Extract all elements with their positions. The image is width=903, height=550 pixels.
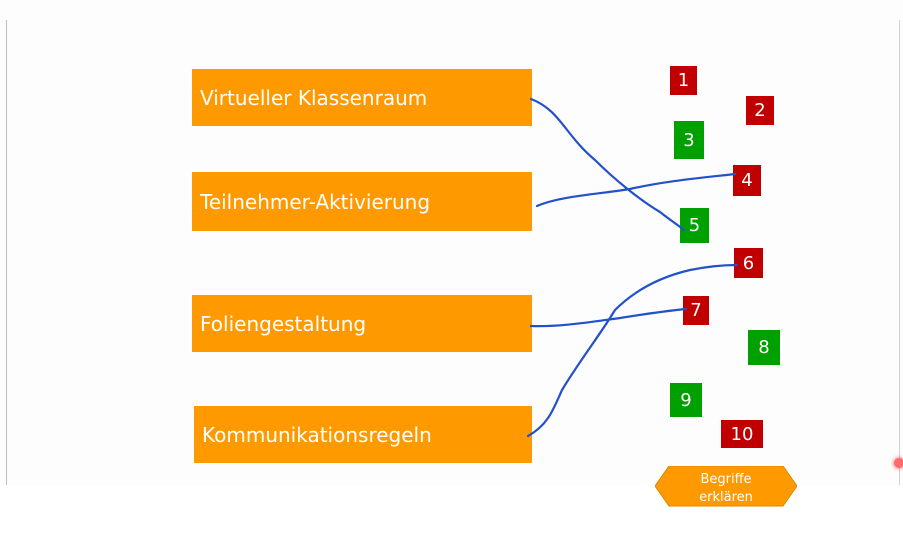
number-tile-7[interactable]: 7 bbox=[683, 296, 709, 325]
term-kommunikationsregeln[interactable]: Kommunikationsregeln bbox=[194, 406, 532, 463]
term-label: Kommunikationsregeln bbox=[202, 422, 432, 447]
button-label-line1: Begriffe bbox=[700, 472, 752, 487]
laser-pointer-icon bbox=[894, 458, 903, 468]
term-label: Foliengestaltung bbox=[200, 311, 367, 336]
slide-right-border bbox=[899, 20, 900, 485]
ink-line-aktivierung-to-4 bbox=[535, 172, 737, 208]
number-tile-6[interactable]: 6 bbox=[734, 248, 763, 278]
slide: Virtueller Klassenraum Teilnehmer-Aktivi… bbox=[6, 20, 900, 485]
ink-line-folien-to-7 bbox=[529, 307, 688, 328]
term-label: Virtueller Klassenraum bbox=[200, 85, 428, 110]
button-label-line2: erklären bbox=[699, 490, 753, 505]
number-tile-1[interactable]: 1 bbox=[670, 66, 697, 95]
ink-line-klassenraum-to-5 bbox=[529, 97, 686, 232]
term-foliengestaltung[interactable]: Foliengestaltung bbox=[192, 295, 532, 352]
number-tile-4[interactable]: 4 bbox=[733, 165, 761, 196]
number-tile-10[interactable]: 10 bbox=[721, 420, 763, 448]
term-virtueller-klassenraum[interactable]: Virtueller Klassenraum bbox=[192, 69, 532, 126]
begriffe-erklaeren-button[interactable]: Begriffe erklären bbox=[654, 465, 798, 512]
term-label: Teilnehmer-Aktivierung bbox=[200, 189, 431, 214]
ink-line-kommunikation-to-6 bbox=[526, 263, 739, 438]
term-teilnehmer-aktivierung[interactable]: Teilnehmer-Aktivierung bbox=[192, 172, 532, 231]
number-tile-2[interactable]: 2 bbox=[746, 96, 774, 125]
hexagon-button-shape bbox=[654, 465, 798, 507]
number-tile-8[interactable]: 8 bbox=[748, 330, 780, 365]
number-tile-3[interactable]: 3 bbox=[674, 121, 704, 159]
slide-left-border bbox=[6, 20, 7, 485]
number-tile-5[interactable]: 5 bbox=[680, 208, 709, 243]
number-tile-9[interactable]: 9 bbox=[670, 383, 702, 417]
